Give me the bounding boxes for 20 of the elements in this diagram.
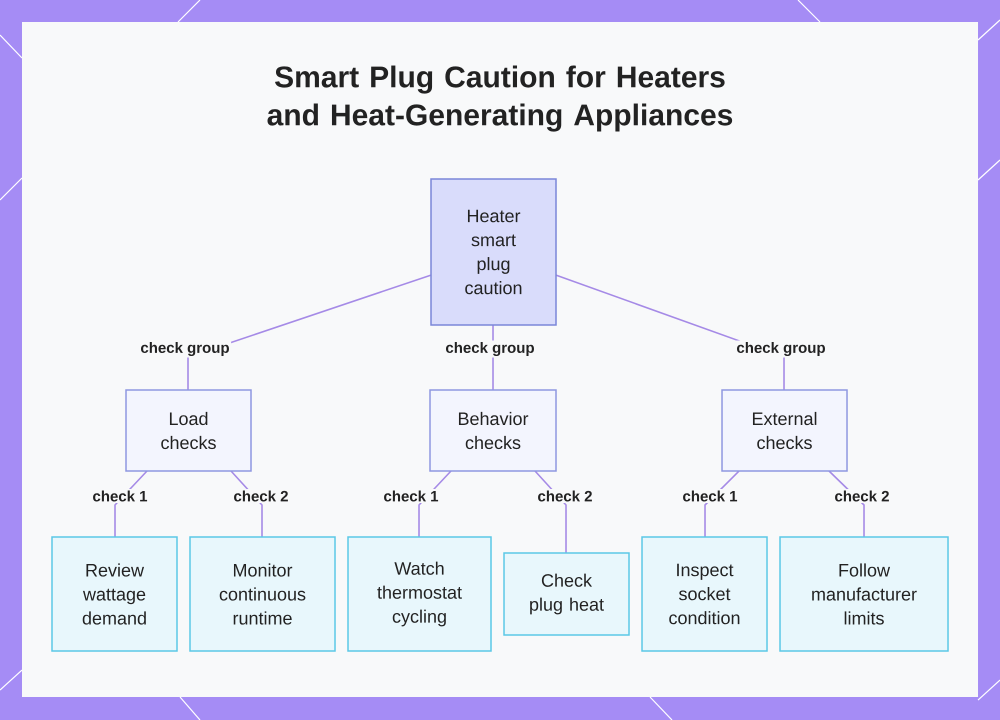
edge-label: check 2 bbox=[538, 490, 592, 502]
title: Smart Plug Caution for Heaters and Heat-Generating Appliances bbox=[268, 66, 732, 132]
group-box: External checks bbox=[721, 389, 848, 472]
edge-label: check group bbox=[141, 342, 229, 356]
edge-label: check group bbox=[446, 342, 534, 356]
group-box: Behavior checks bbox=[429, 389, 557, 472]
group-box: Load checks bbox=[125, 389, 252, 472]
edge-label: check group bbox=[737, 342, 825, 356]
edge-label: check 1 bbox=[683, 490, 738, 502]
check-box: Follow manufacturer limits bbox=[779, 536, 949, 652]
edge-label: check 2 bbox=[234, 490, 288, 502]
check-box: Monitor continuous runtime bbox=[189, 536, 336, 652]
check-box: Check plug heat bbox=[503, 552, 630, 636]
check-box: Inspect socket condition bbox=[641, 536, 768, 652]
edge-label: check 1 bbox=[384, 490, 438, 502]
check-box: Review wattage demand bbox=[51, 536, 178, 652]
edge-label: check 1 bbox=[93, 490, 148, 502]
edge-label: check 2 bbox=[835, 490, 889, 502]
root-box: Heater smart plug caution bbox=[430, 178, 557, 326]
check-box: Watch thermostat cycling bbox=[347, 536, 492, 652]
